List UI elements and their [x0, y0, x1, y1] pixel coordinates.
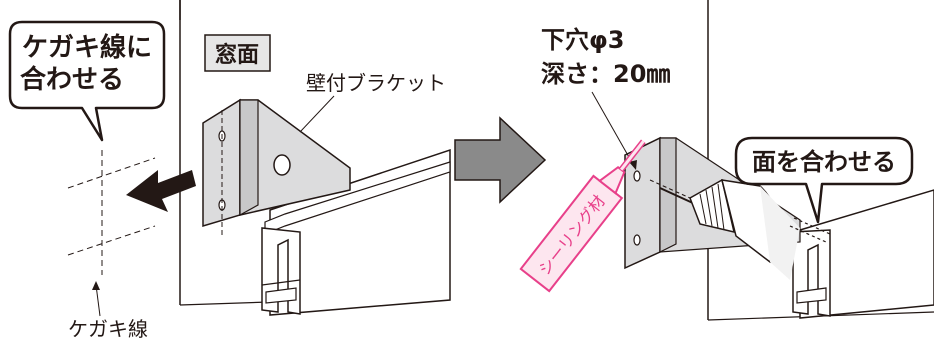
wall-bracket-left [202, 98, 351, 238]
window-face-text: 窓面 [215, 42, 259, 68]
pilot-hole-label: 下穴φ3 深さ：20㎜ [541, 26, 670, 170]
window-face-label: 窓面 [204, 34, 271, 72]
marking-line-text: ケガキ線 [68, 317, 148, 341]
curtain-rail-left [261, 148, 451, 316]
callout-align-to-marking: ケガキ線に 合わせる [8, 20, 166, 142]
marking-line-label: ケガキ線 [68, 281, 148, 341]
callout-face-align-text: 面を合わせる [752, 148, 896, 176]
callout-line-2: 合わせる [20, 64, 124, 95]
left-panel: ケガキ線に 合わせる 窓面 壁付ブラケット ケガキ線 [8, 0, 451, 341]
callout-line-1: ケガキ線に [22, 32, 152, 63]
depth-text: 深さ：20㎜ [541, 60, 670, 88]
wall-bracket-text: 壁付ブラケット [306, 71, 446, 95]
right-panel: 面を合わせる 下穴φ3 深さ：20㎜ シーリング材 [519, 0, 934, 321]
callout-face-align: 面を合わせる [734, 136, 914, 224]
drill-icon [659, 178, 800, 280]
face-align-markers [789, 217, 831, 243]
move-arrow-icon [126, 170, 196, 212]
marking-lines [67, 150, 156, 275]
next-step-arrow-icon [454, 116, 547, 204]
curtain-rail-right [792, 189, 934, 319]
pilot-hole-text: 下穴φ3 [541, 26, 624, 54]
wall-bracket-label: 壁付ブラケット [299, 71, 446, 133]
